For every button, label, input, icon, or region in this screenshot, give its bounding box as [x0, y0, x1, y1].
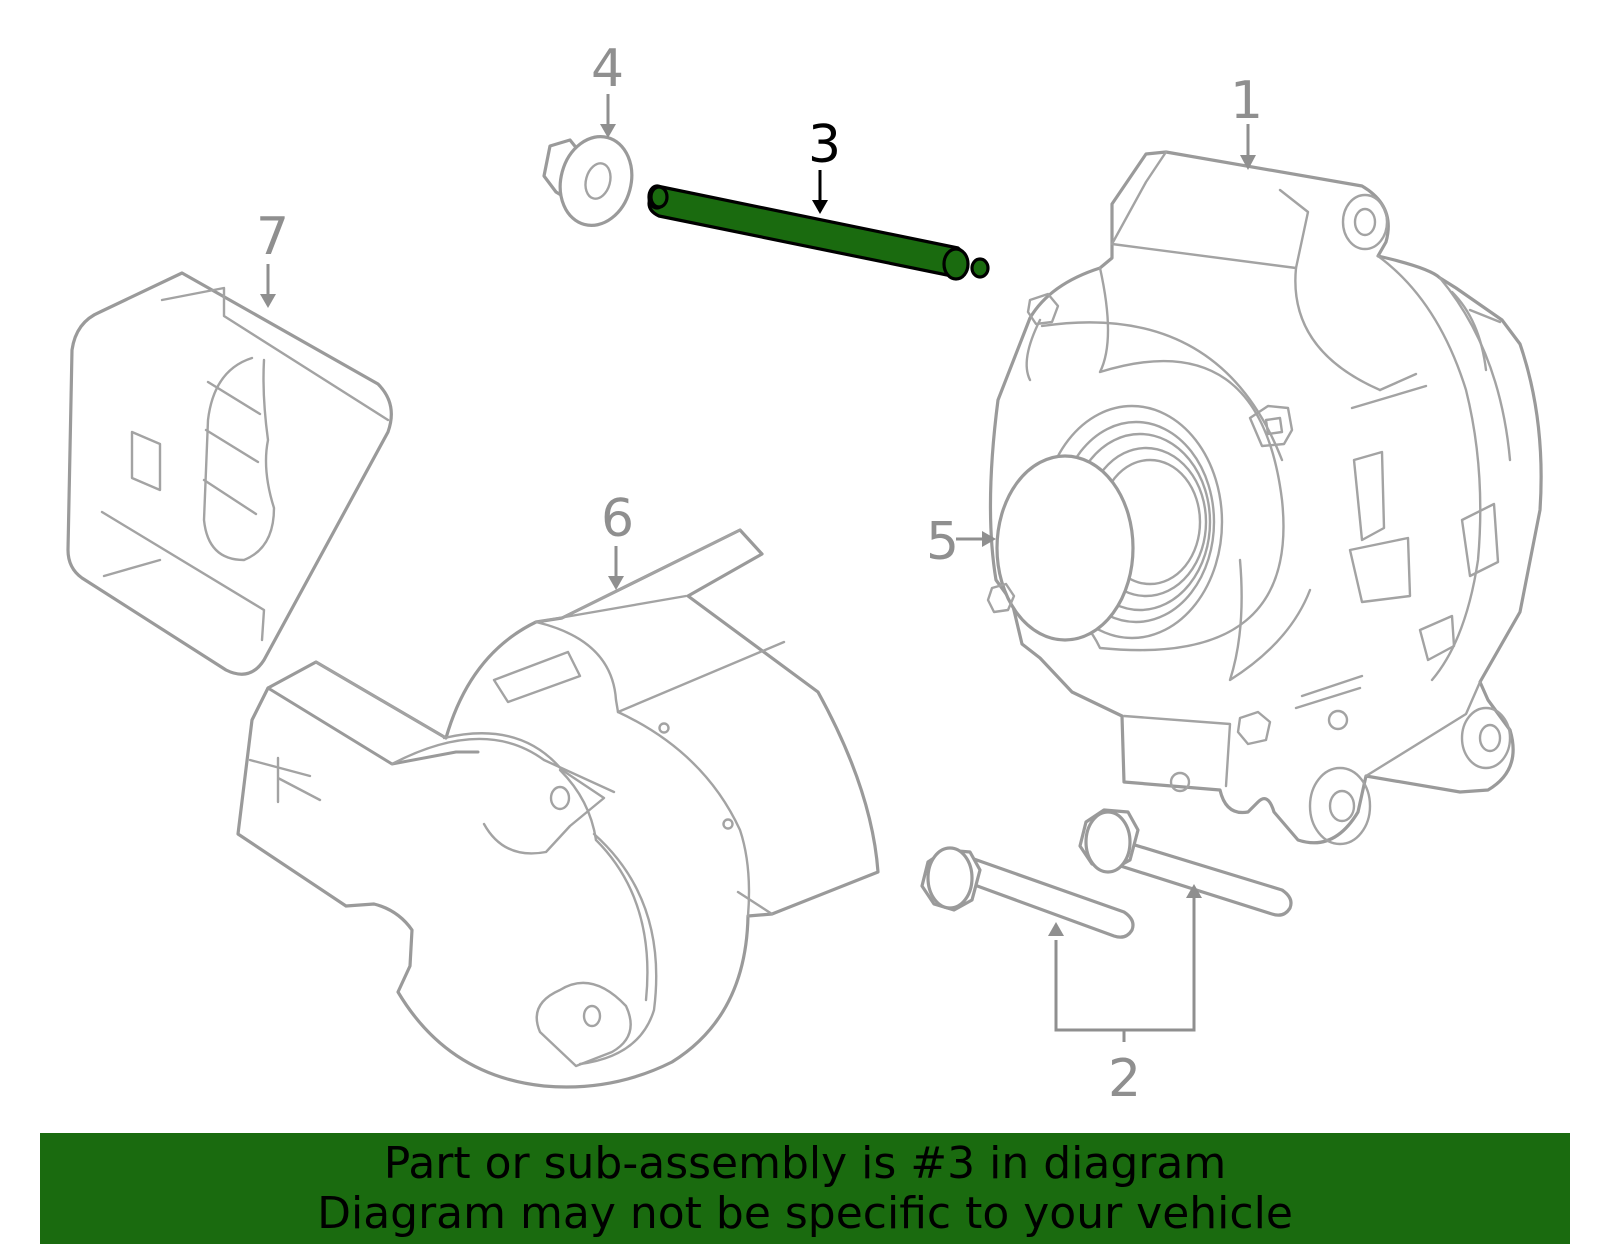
callout-4: 4 — [591, 39, 624, 99]
callout-3: 3 — [808, 115, 841, 175]
parts-diagram: 1 2 3 4 5 6 7 — [66, 39, 1543, 1109]
info-banner: Part or sub-assembly is #3 in diagram Di… — [40, 1133, 1570, 1244]
callout-5: 5 — [926, 512, 959, 572]
leader-lines — [260, 94, 1256, 1042]
banner-line-1: Part or sub-assembly is #3 in diagram — [383, 1137, 1227, 1189]
callout-6: 6 — [601, 489, 634, 549]
callout-1: 1 — [1230, 71, 1263, 131]
callout-7: 7 — [256, 207, 289, 267]
part-4-nut[interactable] — [542, 128, 641, 233]
banner-line-2: Diagram may not be specific to your vehi… — [317, 1187, 1293, 1239]
callout-numbers: 1 2 3 4 5 6 7 — [256, 39, 1263, 1109]
part-7-bracket[interactable] — [66, 271, 393, 676]
callout-2: 2 — [1108, 1049, 1141, 1109]
part-1-alternator[interactable] — [986, 150, 1543, 846]
part-3-stud[interactable] — [647, 184, 990, 281]
part-6-cover[interactable] — [236, 528, 880, 1089]
part-2-bolts[interactable] — [920, 808, 1293, 939]
